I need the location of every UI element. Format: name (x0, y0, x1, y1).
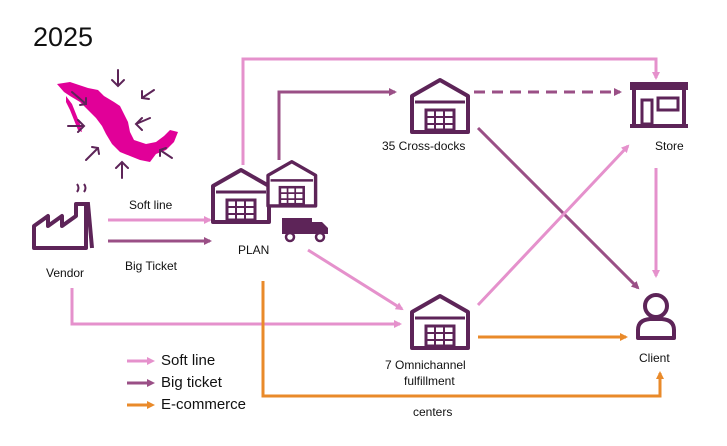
legend-label: Soft line (161, 352, 216, 370)
edge-omni-store-soft (476, 144, 630, 307)
legend-label: E-commerce (161, 396, 247, 414)
edge-crossdock-client-big (476, 126, 640, 290)
edge-label-soft-line: Soft line (129, 198, 173, 212)
node-label-omnichannel-line1: 7 Omnichannel (385, 358, 466, 372)
diagram-title: 2025 (33, 22, 94, 52)
legend-label: Big ticket (161, 374, 222, 392)
omnichannel-warehouse-icon (410, 294, 470, 350)
edge-plan-store-soft (241, 57, 660, 165)
legend-item-soft-line: Soft line (127, 352, 215, 370)
plan-warehouse-icon (211, 168, 271, 224)
node-label-cross-docks: 35 Cross-docks (382, 139, 466, 153)
edge-plan-omni-soft (307, 248, 404, 311)
node-label-vendor: Vendor (46, 266, 85, 280)
store-icon (630, 82, 688, 128)
node-label-store: Store (655, 139, 684, 153)
node-label-omnichannel-line2: fulfillment (404, 374, 455, 388)
node-label-client: Client (639, 351, 670, 365)
node-label-omnichannel-line3: centers (413, 405, 453, 419)
edge-plan-client-ecom (261, 281, 664, 398)
plan-warehouse-second-icon (266, 159, 318, 208)
legend-arrow-big-ticket (127, 378, 155, 387)
client-person-icon (636, 293, 676, 340)
legend-arrow-soft-line (127, 356, 155, 365)
legend-item-big-ticket: Big ticket (127, 374, 222, 392)
factory-icon (32, 183, 94, 250)
edge-vendor-omni-soft (70, 288, 402, 328)
node-label-plan: PLAN (238, 243, 270, 257)
truck-icon (282, 218, 328, 243)
mexico-map-icon (57, 69, 178, 179)
edge-label-big-ticket: Big Ticket (125, 259, 178, 273)
edge-plan-crossdock-big (277, 88, 397, 160)
legend-arrow-ecommerce (127, 400, 155, 409)
legend-item-ecommerce: E-commerce (127, 396, 246, 414)
cross-dock-warehouse-icon (410, 78, 470, 134)
